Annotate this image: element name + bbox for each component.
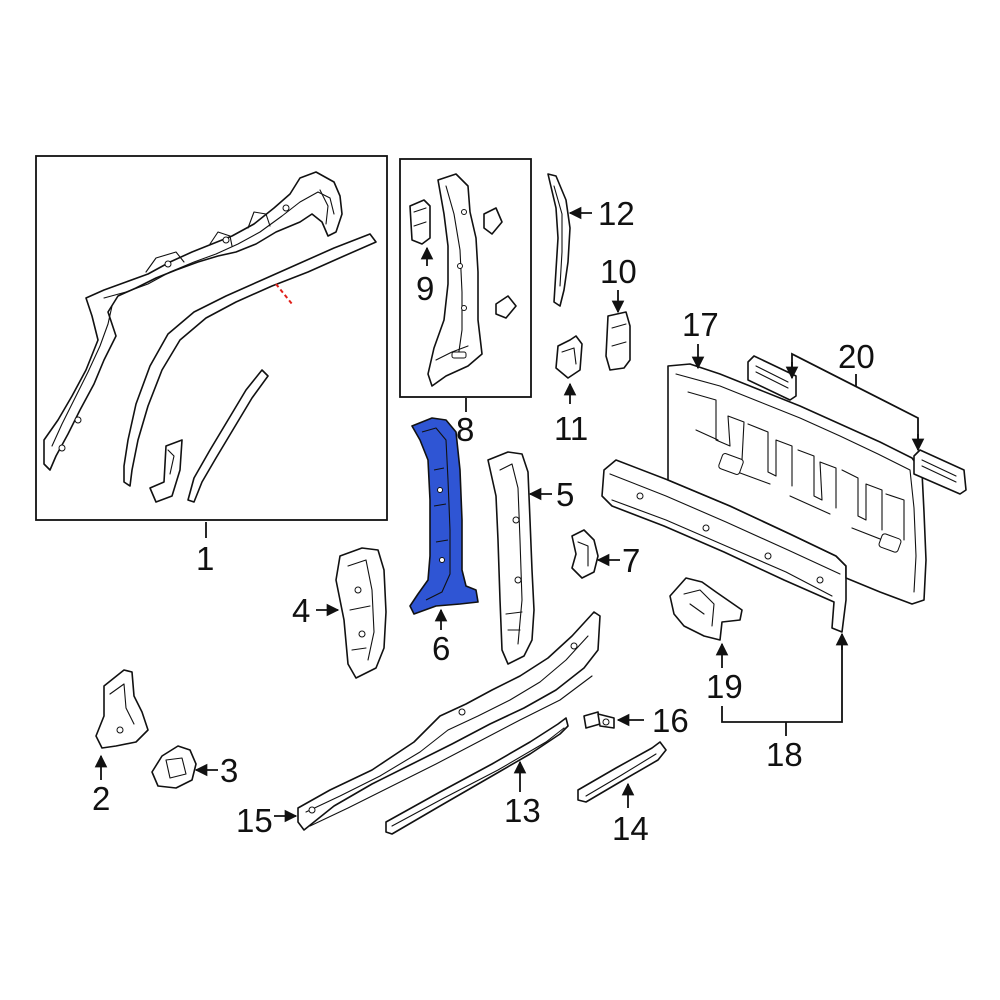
- part-5-center-pillar-outer[interactable]: [487, 451, 535, 665]
- callout-3: 3: [220, 752, 238, 789]
- part-8-clip-b[interactable]: [495, 295, 517, 319]
- callout-2: 2: [92, 780, 110, 817]
- cut-line: [275, 283, 293, 305]
- callout-14: 14: [612, 810, 649, 847]
- part-2-wheelhouse-bracket[interactable]: [95, 669, 149, 749]
- part-6-center-pillar-highlighted[interactable]: [409, 417, 479, 615]
- part-14-bracket[interactable]: [577, 741, 667, 803]
- part-9-bracket[interactable]: [409, 199, 431, 245]
- callout-6: 6: [432, 630, 450, 667]
- part-1-roof-rail-assembly[interactable]: [43, 171, 377, 503]
- callout-13: 13: [504, 792, 541, 829]
- callout-20: 20: [838, 338, 875, 375]
- part-20-pad-left[interactable]: [747, 355, 797, 401]
- part-4-pillar-inner-lower[interactable]: [335, 547, 387, 679]
- callout-9: 9: [416, 270, 434, 307]
- part-17-back-panel[interactable]: [667, 363, 927, 605]
- callout-5: 5: [556, 476, 574, 513]
- part-12-pillar-reinforcement[interactable]: [547, 173, 571, 307]
- part-8-clip-a[interactable]: [483, 207, 503, 235]
- part-7-bracket[interactable]: [571, 529, 599, 579]
- callout-7: 7: [622, 542, 640, 579]
- callout-4: 4: [292, 592, 310, 629]
- callout-19: 19: [706, 668, 743, 705]
- part-16-bolt[interactable]: [583, 711, 615, 729]
- part-6-fill: [409, 417, 479, 615]
- part-8-pillar-inner[interactable]: [427, 173, 483, 387]
- group-8-frame: [399, 158, 532, 398]
- part-15-rocker-panel[interactable]: [297, 611, 601, 831]
- callout-12: 12: [598, 195, 635, 232]
- callout-10: 10: [600, 253, 637, 290]
- part-10-bracket[interactable]: [605, 311, 631, 371]
- part-3-cap[interactable]: [151, 745, 197, 789]
- callout-16: 16: [652, 702, 689, 739]
- callout-18: 18: [766, 736, 803, 773]
- part-11-bracket[interactable]: [555, 335, 583, 379]
- group-1-frame: [35, 155, 388, 521]
- part-13-rocker-reinforcement[interactable]: [385, 717, 569, 835]
- part-19-bracket[interactable]: [669, 577, 743, 641]
- callout-15: 15: [236, 802, 273, 839]
- callout-1: 1: [196, 540, 214, 577]
- callout-8: 8: [456, 411, 474, 448]
- leader-18: [721, 640, 843, 723]
- callout-11: 11: [554, 410, 588, 447]
- callout-17: 17: [682, 306, 719, 343]
